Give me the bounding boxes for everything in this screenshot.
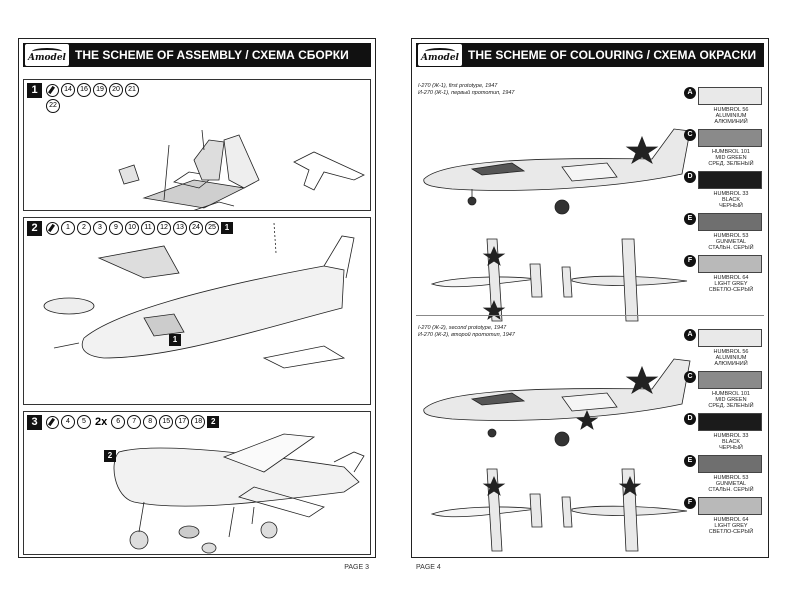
amodel-logo: Amodel — [25, 44, 69, 66]
prototype-2-profile-drawing — [423, 358, 691, 552]
part-circle: 18 — [191, 415, 206, 429]
colour-swatch-f: F — [684, 255, 764, 273]
fuselage-assembly-drawing — [43, 222, 355, 369]
part-circle: 4 — [61, 415, 75, 429]
step-reference: 2 — [207, 416, 220, 428]
part-circle: 14 — [61, 83, 75, 97]
page-number: PAGE 4 — [416, 564, 441, 571]
part-circle: 6 — [111, 415, 126, 429]
assembly-step-1: 1 14 16 19 20 21 22 — [23, 79, 371, 211]
part-circle: 9 — [109, 221, 123, 235]
section-divider — [416, 315, 764, 316]
colour-swatch-c: C — [684, 129, 764, 147]
part-circle: 3 — [93, 221, 107, 235]
part-circle: 5 — [77, 415, 91, 429]
part-circle: 1 — [61, 221, 75, 235]
part-circle: 16 — [77, 83, 91, 97]
part-circle: 22 — [46, 99, 60, 113]
step-number: 3 — [27, 415, 42, 430]
part-circle: 13 — [173, 221, 187, 235]
part-circle: 8 — [143, 415, 158, 429]
amodel-logo: Amodel — [418, 44, 462, 66]
assembly-step-3: 3 4 5 2x 6 7 8 15 17 18 2 — [23, 411, 371, 555]
step-number: 1 — [27, 83, 42, 98]
colour-swatch-d: D — [684, 171, 764, 189]
step-1-parts: 14 16 19 20 21 22 — [46, 83, 146, 113]
assembly-title-bar: Amodel THE SCHEME OF ASSEMBLY / СХЕМА СБ… — [23, 43, 371, 67]
colouring-title: THE SCHEME OF COLOURING / СХЕМА ОКРАСКИ — [468, 48, 757, 62]
glue-icon — [46, 415, 59, 429]
glue-icon — [46, 221, 59, 235]
part-circle: 21 — [125, 83, 139, 97]
part-circle: 2 — [77, 221, 91, 235]
prototype-1-profile-drawing — [423, 128, 691, 322]
glue-icon — [46, 83, 59, 97]
multiplier-label: 2x — [95, 416, 108, 428]
part-circle: 20 — [109, 83, 123, 97]
colouring-page: Amodel THE SCHEME OF COLOURING / СХЕМА О… — [411, 38, 769, 571]
prototype-1-caption: I-270 (Ж-1), first prototype, 1947 И-270… — [418, 83, 515, 96]
assembly-page: Amodel THE SCHEME OF ASSEMBLY / СХЕМА СБ… — [18, 38, 376, 571]
colour-swatch-e: E — [684, 213, 764, 231]
step-3-parts: 4 5 2x 6 7 8 15 17 18 2 — [46, 415, 276, 429]
colouring-title-bar: Amodel THE SCHEME OF COLOURING / СХЕМА О… — [416, 43, 764, 67]
assembly-step-2: 2 1 2 3 9 10 11 12 13 24 25 1 — [23, 217, 371, 405]
step-number: 2 — [27, 221, 42, 236]
colour-swatch-c: C — [684, 371, 764, 389]
assembly-title: THE SCHEME OF ASSEMBLY / СХЕМА СБОРКИ — [75, 48, 349, 62]
part-circle: 7 — [127, 415, 142, 429]
colour-swatch-a: A — [684, 329, 764, 347]
part-circle: 25 — [205, 221, 219, 235]
part-circle: 24 — [189, 221, 203, 235]
colour-swatch-f: F — [684, 497, 764, 515]
part-circle: 19 — [93, 83, 107, 97]
part-circle: 12 — [157, 221, 171, 235]
step-reference-marker: 1 — [169, 334, 181, 346]
step-reference-marker: 2 — [104, 450, 116, 462]
colour-swatch-a: A — [684, 87, 764, 105]
step-2-parts: 1 2 3 9 10 11 12 13 24 25 1 — [46, 221, 276, 235]
part-circle: 11 — [141, 221, 155, 235]
cockpit-assembly-drawing — [118, 129, 365, 210]
colour-swatch-d: D — [684, 413, 764, 431]
page-number: PAGE 3 — [344, 564, 369, 571]
prototype-2-caption: I-270 (Ж-2), second prototype, 1947 И-27… — [418, 325, 515, 338]
part-circle: 10 — [125, 221, 139, 235]
step-reference: 1 — [221, 222, 233, 234]
part-circle: 15 — [159, 415, 174, 429]
part-circle: 17 — [175, 415, 190, 429]
colour-swatch-e: E — [684, 455, 764, 473]
landing-gear-assembly-drawing — [113, 433, 365, 554]
